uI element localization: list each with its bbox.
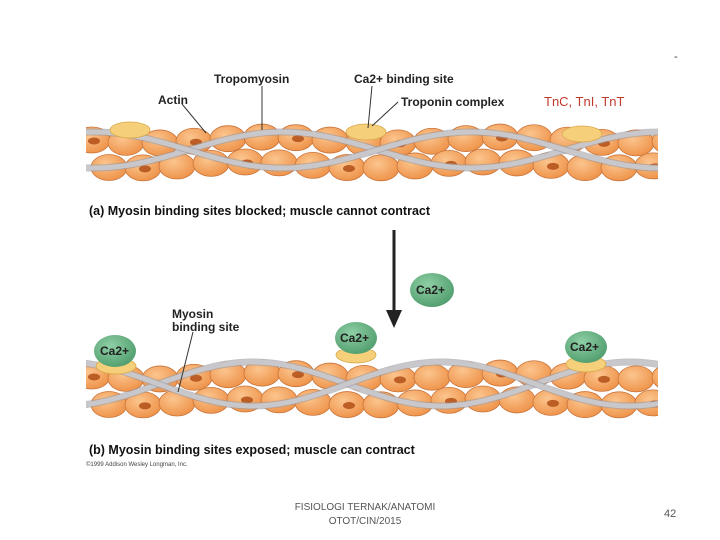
myosin-binding-site <box>88 373 100 381</box>
myosin-binding-site <box>394 376 406 384</box>
myosin-binding-site <box>598 375 610 383</box>
corner-mark: - <box>674 51 678 63</box>
actin-monomer <box>617 365 655 393</box>
footer-line-2: OTOT/CIN/2015 <box>328 516 402 527</box>
myosin-binding-site <box>190 374 202 382</box>
ca-label-free: Ca2+ <box>416 283 446 297</box>
tropomyosin-strand-a <box>86 128 658 172</box>
ca-label-bound-3: Ca2+ <box>570 340 600 354</box>
troponin-complex <box>335 350 377 364</box>
troponin-complex <box>561 125 603 143</box>
calcium-ion-bound-2 <box>335 322 377 354</box>
tropomyosin-strand <box>86 359 658 409</box>
tropomyosin-strand <box>86 129 658 171</box>
copyright-notice: ©1999 Addison Wesley Longman, Inc. <box>86 462 188 468</box>
ca-label-bound-2: Ca2+ <box>340 331 370 345</box>
myosin-binding-site <box>547 162 559 170</box>
myosin-binding-site <box>292 371 304 379</box>
actin-monomer <box>413 363 451 391</box>
label-myosin-binding-site: Myosin binding site <box>172 307 240 334</box>
leader-actin <box>181 103 207 134</box>
troponin-complexes-a <box>109 121 603 143</box>
label-troponin-complex: Troponin complex <box>401 95 505 109</box>
myosin-binding-site <box>88 137 100 145</box>
ca-label-bound-1: Ca2+ <box>100 344 130 358</box>
actin-monomer <box>669 387 705 413</box>
filament-panel-a <box>86 121 705 182</box>
actin-monomer <box>260 149 298 177</box>
actin-strands-b <box>86 359 705 419</box>
page-number: 42 <box>664 508 677 520</box>
label-troponin-subunits: TnC, TnI, TnT <box>544 94 625 109</box>
myosin-binding-site <box>139 165 151 173</box>
label-ca-binding-site: Ca2+ binding site <box>354 72 454 86</box>
filament-panel-b <box>86 350 705 419</box>
actin-monomer <box>362 154 400 182</box>
calcium-ion-bound-3 <box>565 331 607 363</box>
leader-ca-binding-site <box>367 85 373 129</box>
calcium-ion-bound-1 <box>94 335 136 367</box>
actin-monomer <box>651 131 658 152</box>
troponin-complex <box>345 123 387 141</box>
troponin-complex <box>109 121 151 139</box>
actin-monomer <box>651 367 658 388</box>
leader-myosin-binding-site <box>177 331 194 393</box>
label-actin: Actin <box>158 93 188 107</box>
leader-troponin-complex <box>371 101 399 127</box>
myosin-binding-site <box>292 135 304 143</box>
actin-monomer <box>669 150 705 176</box>
caption-panel-b: (b) Myosin binding sites exposed; muscle… <box>89 443 415 457</box>
tropomyosin-strand <box>86 359 658 409</box>
myosin-binding-site <box>139 402 151 410</box>
myosin-binding-site <box>547 399 559 407</box>
footer-line-1: FISIOLOGI TERNAK/ANATOMI <box>294 502 436 513</box>
label-ca-binding-site-text: Ca2+ binding site <box>354 72 454 86</box>
myosin-binding-site <box>343 165 355 173</box>
tropomyosin-strand-b <box>86 358 658 410</box>
label-tropomyosin: Tropomyosin <box>214 72 290 86</box>
myosin-binding-site <box>343 402 355 410</box>
caption-panel-a: (a) Myosin binding sites blocked; muscle… <box>89 204 431 218</box>
myosin-binding-site <box>241 396 253 404</box>
down-arrow-head <box>386 310 402 328</box>
footer-text: FISIOLOGI TERNAK/ANATOMI OTOT/CIN/2015 <box>270 501 460 529</box>
calcium-ion-free <box>410 273 454 307</box>
